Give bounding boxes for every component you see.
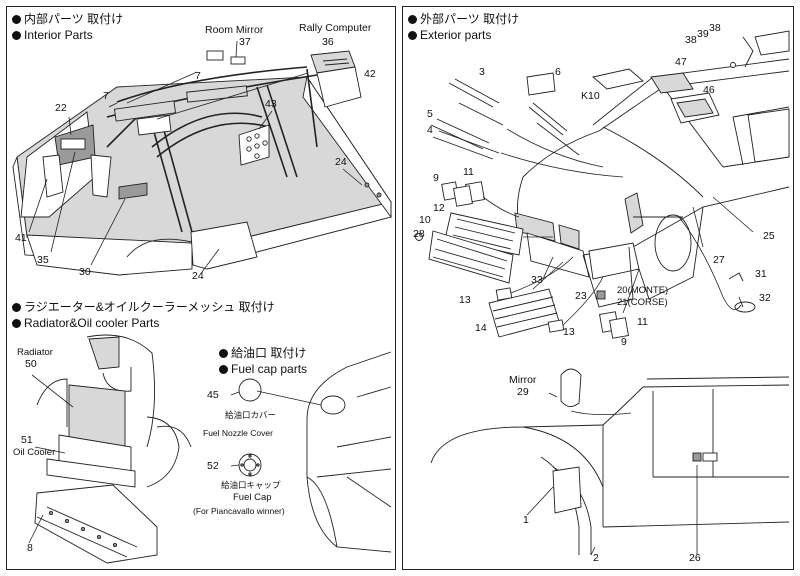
part-31: 31 [755,268,767,280]
radiator-diagram [28,334,192,564]
part-11-b: 11 [637,316,648,328]
part-7-a: 7 [195,70,201,82]
rally-computer-part [136,50,362,136]
headlights [441,181,640,339]
part-50: 50 [25,358,37,370]
part-25: 25 [763,230,775,242]
part-8: 8 [27,542,33,554]
interior-title-en: Interior Parts [12,28,93,42]
fuel-nozzle-label-en: Fuel Nozzle Cover [203,428,273,438]
part-22: 22 [55,102,67,114]
part-36: 36 [322,36,334,48]
part-3: 3 [479,66,485,78]
oil-cooler-label: Oil Cooler [13,447,56,458]
part-43: 43 [265,98,277,110]
part-7-b: 7 [103,90,109,102]
radiator-title-jp: ラジエーター&オイルクーラーメッシュ 取付け [12,300,275,314]
part-9-b: 9 [621,336,627,348]
bullet-dot-icon [408,31,417,40]
part-47: 47 [675,56,687,68]
part-2: 2 [593,552,599,564]
roof-parts [592,30,790,124]
part-52: 52 [207,460,219,472]
interior-leaders [28,40,363,273]
exterior-panel: 外部パーツ 取付け Exterior parts [402,6,794,570]
part-14: 14 [475,322,487,334]
part-33: 33 [531,274,543,286]
bullet-dot-icon [12,319,21,328]
radiator-label: Radiator [17,347,53,358]
part-23: 23 [575,290,587,302]
exterior-diagram [415,30,790,556]
room-mirror-label: Room Mirror [205,24,264,36]
part-46: 46 [703,84,715,96]
part-6: 6 [555,66,561,78]
part-30: 30 [79,266,91,278]
part-37: 37 [239,36,251,48]
fuel-cap-note: (For Piancavallo winner) [193,506,285,516]
fuel-cap-label-en: Fuel Cap [233,492,272,503]
part-24-b: 24 [192,270,204,282]
room-mirror-part [206,50,246,65]
part-28: 28 [413,228,425,240]
part-27: 27 [713,254,725,266]
part-13-b: 13 [563,326,575,338]
bullet-dot-icon [12,31,21,40]
part-32: 32 [759,292,771,304]
part-13-a: 13 [459,294,471,306]
bullet-dot-icon [219,365,228,374]
fuelcap-title-en: Fuel cap parts [219,362,307,376]
part-11-a: 11 [463,166,474,178]
part-9-a: 9 [433,172,439,184]
exterior-title-jp: 外部パーツ 取付け [408,12,519,26]
car-body-front [514,58,790,308]
fuel-nozzle-label-jp: 給油口カバー [225,410,277,420]
bullet-dot-icon [12,303,21,312]
part-45: 45 [207,389,219,401]
tow-parts [678,196,756,313]
interior-tub [12,75,392,276]
bullet-dot-icon [12,15,21,24]
part-5: 5 [427,108,433,120]
part-35: 35 [37,254,49,266]
part-29: 29 [517,386,529,398]
small-parts [415,233,606,333]
part-26: 26 [689,552,701,564]
radiator-title-en: Radiator&Oil cooler Parts [12,316,159,330]
bullet-dot-icon [219,349,228,358]
bullet-dot-icon [408,15,417,24]
k10-label: K10 [581,90,600,102]
car-side-view [430,376,790,556]
interior-radiator-fuelcap-panel: 内部パーツ 取付け Interior Parts [6,6,396,570]
part-1: 1 [523,514,529,526]
fuel-cap-label-jp: 給油口キャップ [221,480,281,490]
part-38-b: 38 [709,22,721,34]
fuelcap-title-jp: 給油口 取付け [219,346,306,360]
interior-title-jp: 内部パーツ 取付け [12,12,123,26]
fuelcap-diagram [230,351,392,553]
part-38-a: 38 [685,34,697,46]
rally-computer-label: Rally Computer [299,22,372,34]
door-mirror-part [548,368,632,415]
mirror-label: Mirror [509,374,537,386]
corse-label: 21(CORSE) [617,297,668,308]
interior-diagram [12,40,392,564]
monte-label: 20(MONTE) [617,285,669,296]
part-41: 41 [15,232,27,244]
part-12: 12 [433,202,445,214]
part-39: 39 [697,28,709,40]
part-4: 4 [427,124,433,136]
part-51: 51 [21,434,33,446]
wipers-trim [430,72,624,178]
part-10: 10 [419,214,431,226]
part-42: 42 [364,68,376,80]
part-24-a: 24 [335,156,347,168]
exterior-title-en: Exterior parts [408,28,491,42]
